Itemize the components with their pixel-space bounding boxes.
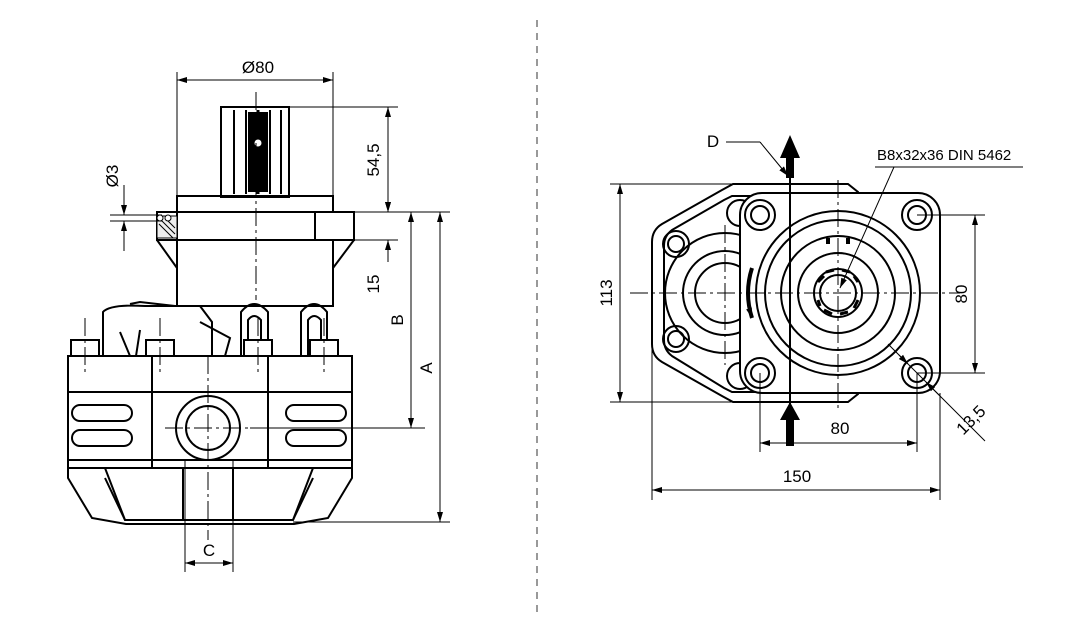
pump-neck	[176, 239, 334, 307]
dimension-c: C	[184, 460, 234, 572]
label-a: A	[417, 362, 436, 374]
dimension-150: 150	[651, 344, 941, 500]
label-13-5: 13,5	[953, 402, 990, 439]
label-80-vertical: 80	[952, 285, 971, 304]
dimension-b: B	[250, 211, 425, 429]
label-54-5: 54,5	[364, 143, 383, 176]
side-view: Ø80 Ø3 54,5 15	[67, 58, 450, 572]
label-diameter-3: Ø3	[103, 165, 122, 188]
label-d: D	[707, 132, 719, 151]
fitting-nuts	[70, 318, 339, 372]
dimension-diameter-80: Ø80	[176, 58, 334, 196]
label-spline-spec: B8x32x36 DIN 5462	[877, 147, 1011, 164]
label-80-horizontal: 80	[831, 419, 850, 438]
dimension-15: 15	[354, 190, 398, 293]
dimension-diameter-3: Ø3	[103, 165, 172, 251]
dimension-80-horizontal: 80	[759, 373, 918, 452]
label-113: 113	[597, 279, 616, 306]
mounting-flange	[156, 211, 355, 269]
pump-base	[67, 467, 353, 525]
spline-spec-callout: B8x32x36 DIN 5462	[839, 147, 1023, 289]
flow-arrows-d: D	[707, 132, 800, 446]
dimension-a: A	[293, 211, 450, 523]
label-c: C	[203, 541, 215, 560]
dimension-80-vertical: 80	[917, 214, 985, 374]
label-diameter-80: Ø80	[242, 58, 274, 77]
front-view: D B8x32x36 DIN 5462 113 80 80	[597, 132, 1023, 500]
valve-housing-top	[102, 300, 328, 357]
dimension-113: 113	[597, 183, 740, 403]
adapter-block	[176, 195, 334, 213]
label-b: B	[388, 314, 407, 325]
pump-body	[67, 355, 353, 469]
label-15: 15	[364, 275, 383, 294]
shaft-spline	[220, 106, 290, 198]
label-150: 150	[783, 467, 811, 486]
